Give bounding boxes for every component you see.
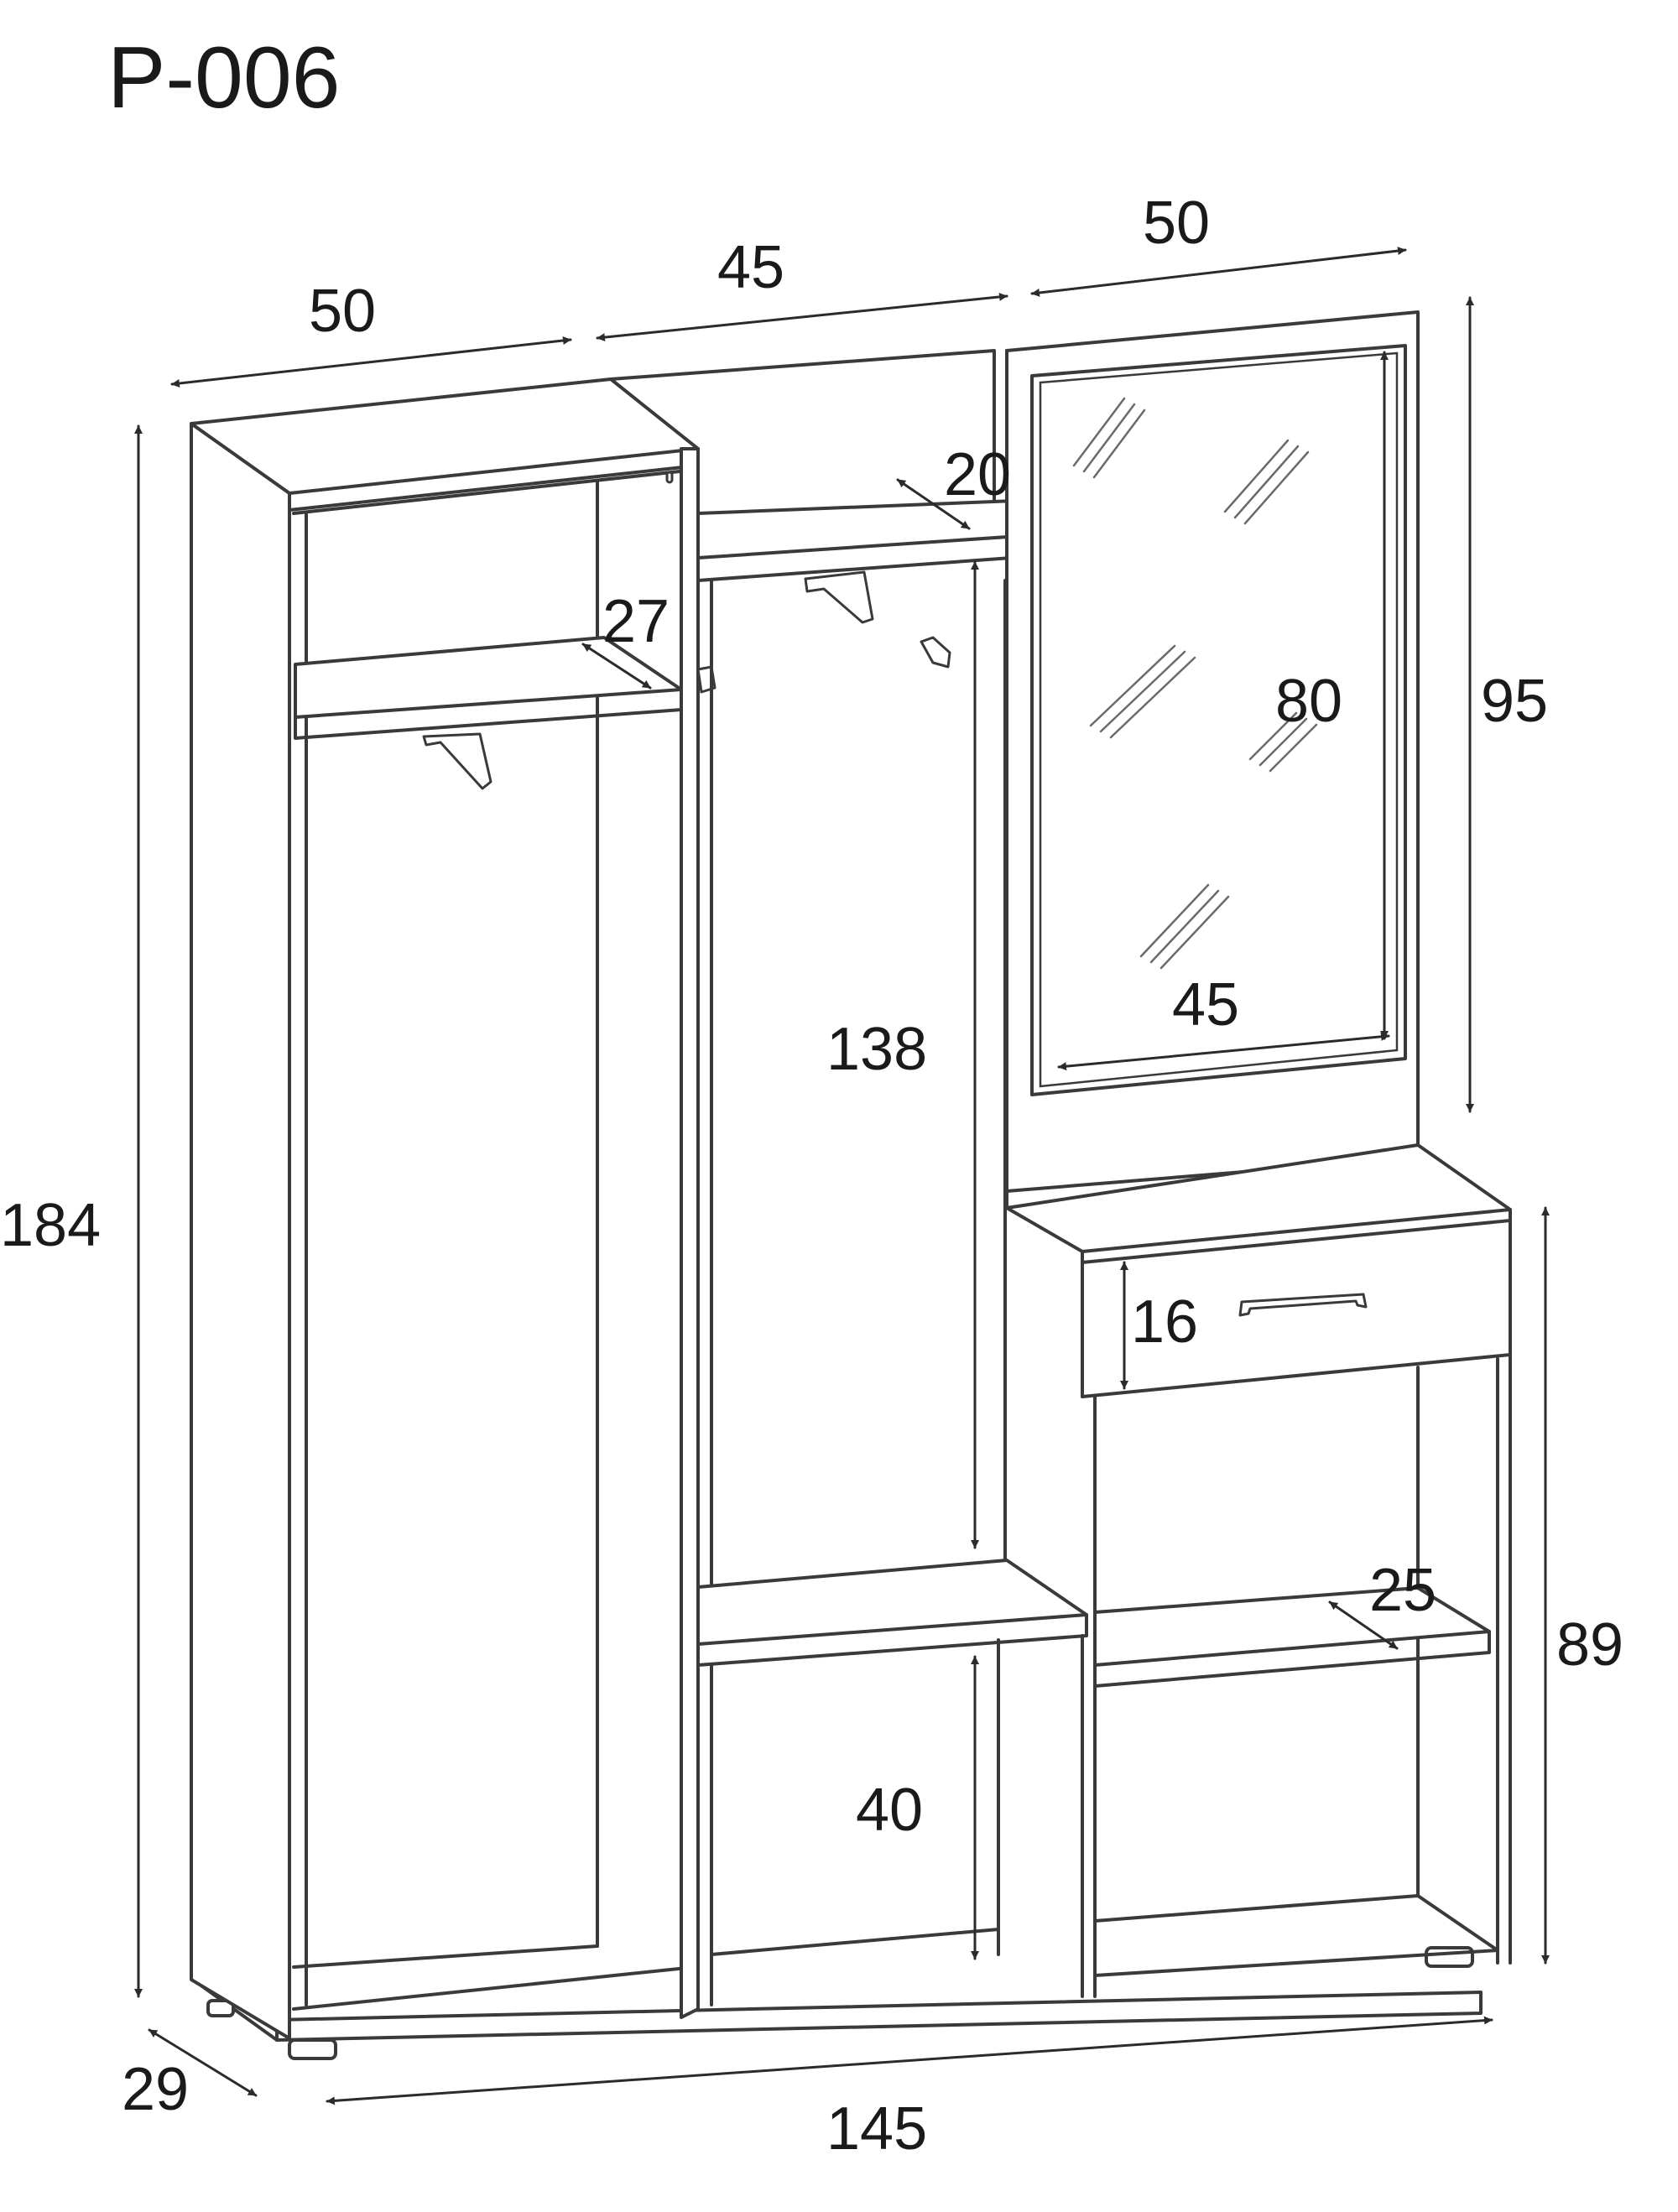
dim-right-shelf-depth: 25 [1369, 1557, 1436, 1624]
front-right-foot [1425, 1946, 1474, 1968]
left-hanger-rail-icon [422, 732, 492, 790]
dim-total-width: 145 [826, 2095, 927, 2163]
coat-hook-right-icon [920, 636, 951, 669]
middle-bench-shelf [696, 1559, 1088, 1646]
product-code: P-006 [107, 29, 341, 127]
dim-hanging-height: 138 [826, 1016, 927, 1083]
dim-drawer-height: 16 [1131, 1288, 1198, 1356]
mirror-glass [1030, 344, 1407, 1096]
left-side-panel [190, 422, 291, 2040]
dim-mirror-width: 45 [1172, 971, 1239, 1038]
dim-left-width: 50 [309, 278, 376, 345]
middle-top-back [609, 349, 996, 513]
front-left-foot [288, 2038, 337, 2060]
dimension-lines [134, 247, 1550, 2105]
wardrobe-outline [190, 310, 1512, 2060]
dim-mirror-unit-height: 95 [1481, 668, 1548, 735]
drawer-handle-icon [1238, 1293, 1368, 1317]
side-knob-icon [665, 471, 674, 484]
dim-middle-width: 45 [717, 234, 784, 301]
dim-right-width: 50 [1143, 190, 1210, 257]
dim-lower-compartment-height: 40 [856, 1777, 923, 1844]
base-plinth [191, 1961, 1483, 2042]
back-left-foot [206, 1999, 235, 2017]
dim-top-shelf-depth: 20 [944, 441, 1011, 508]
middle-hanger-rail-icon [804, 570, 874, 624]
middle-left-divider [680, 447, 700, 2019]
mirror-frame [1005, 310, 1420, 1193]
mirror-glare [1072, 397, 1318, 970]
dim-total-height: 184 [0, 1192, 101, 1259]
dresser-body [1093, 1357, 1499, 1994]
dim-dresser-height: 89 [1556, 1611, 1623, 1679]
dim-mirror-height: 80 [1275, 668, 1342, 735]
dim-depth: 29 [122, 2056, 189, 2123]
dim-left-shelf-depth: 27 [602, 588, 670, 655]
middle-lower-compartment [710, 1638, 1000, 2006]
